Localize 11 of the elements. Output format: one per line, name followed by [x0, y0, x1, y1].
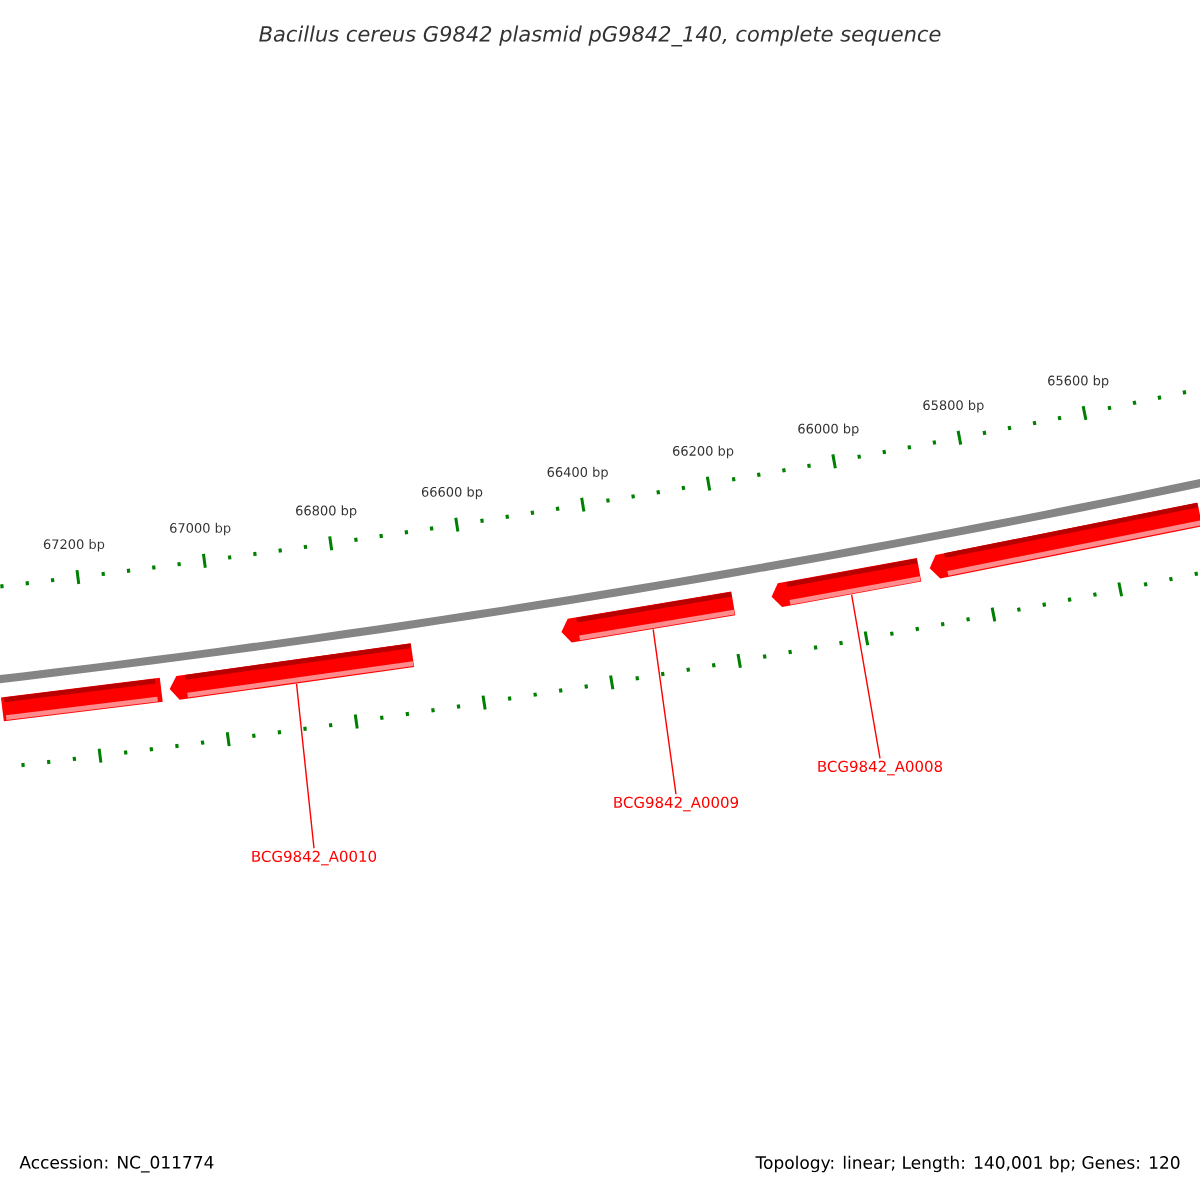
gene-block: [561, 591, 736, 643]
title: Bacillus cereus G9842 plasmid pG9842_140, complete sequence: [259, 25, 941, 47]
leader-line: [295, 683, 315, 849]
gene-block: [0, 677, 163, 722]
gene-block: [169, 643, 415, 700]
leader-line: [652, 628, 677, 795]
accession-text: Accession: NC_011774: [19, 1155, 214, 1173]
gene-block: [929, 502, 1200, 579]
summary-text: Topology: linear; Length: 140,001 bp; Genes: 120: [755, 1155, 1180, 1173]
leader-line: [850, 593, 881, 759]
gene-block: [771, 557, 922, 607]
